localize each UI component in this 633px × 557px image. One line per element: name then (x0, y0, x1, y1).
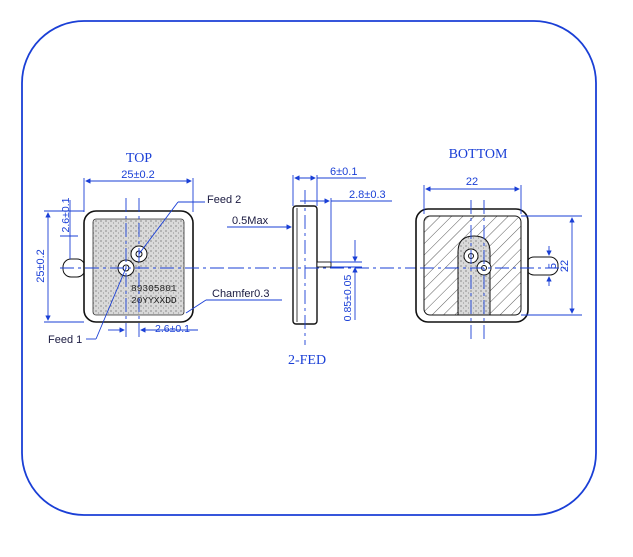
dim-top-width: 25±0.2 (121, 169, 155, 181)
side-view: 6±0.1 2.8±0.3 0.5Max 0.85±0.05 2-FED (227, 166, 420, 368)
max-thickness-label: 0.5Max (232, 215, 269, 227)
chamfer-label: Chamfer0.3 (212, 288, 269, 300)
dim-top-offset-v: 2.6±0.1 (60, 197, 72, 232)
bottom-view-title: BOTTOM (449, 147, 508, 162)
marking-line2: 20YYXXDD (131, 295, 177, 306)
dim-side-pin-dia: 0.85±0.05 (342, 275, 354, 322)
top-view-title: TOP (126, 151, 152, 166)
side-pin (316, 261, 332, 268)
side-view-title: 2-FED (288, 353, 326, 368)
dim-side-pin: 2.8±0.3 (349, 189, 386, 201)
feed2-label: Feed 2 (207, 194, 241, 206)
dim-bottom-width: 22 (466, 176, 478, 188)
dim-bottom-height: 22 (559, 260, 571, 272)
dim-top-offset-h: 2.6±0.1 (155, 323, 190, 335)
bottom-slot (457, 235, 491, 316)
top-patch (92, 218, 185, 316)
drawing-frame (21, 20, 597, 516)
feed1-label: Feed 1 (48, 334, 82, 346)
bottom-view: BOTTOM 22 22 5 (415, 147, 582, 340)
dim-top-height: 25±0.2 (35, 249, 47, 283)
marking-line1: 89305801 (131, 283, 177, 294)
top-view: TOP 89305801 20YYXXDD 25±0.2 25±0.2 2.6±… (35, 151, 282, 346)
dim-bottom-pin: 5 (547, 263, 559, 269)
dim-side-thickness: 6±0.1 (330, 166, 357, 178)
